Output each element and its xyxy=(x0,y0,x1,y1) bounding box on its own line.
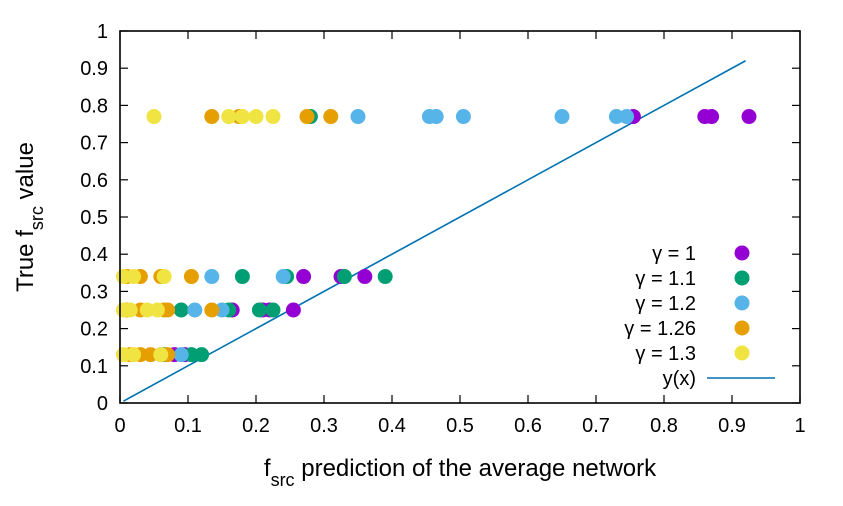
x-tick-label: 0.4 xyxy=(378,415,406,437)
data-point-series-1 xyxy=(336,269,352,285)
data-point-series-2 xyxy=(350,109,366,125)
y-tick-label: 0.3 xyxy=(80,281,108,303)
plot-frame xyxy=(119,30,801,404)
data-point-series-4 xyxy=(146,109,162,125)
y-tick-label: 0.7 xyxy=(80,133,108,155)
x-tick-label: 1 xyxy=(794,415,805,437)
data-point-series-3 xyxy=(183,269,199,285)
data-point-series-4 xyxy=(221,109,237,125)
y-tick-label: 0.4 xyxy=(80,244,108,266)
x-tick-label: 0.8 xyxy=(650,415,678,437)
data-point-series-3 xyxy=(299,109,315,125)
y-tick-label: 0.8 xyxy=(80,95,108,117)
data-point-series-0 xyxy=(296,269,312,285)
y-tick-label: 1 xyxy=(97,21,108,43)
data-point-series-4 xyxy=(153,347,169,363)
data-point-series-0 xyxy=(357,269,373,285)
x-tick-label: 0.7 xyxy=(582,415,610,437)
y-tick-label: 0 xyxy=(97,393,108,415)
legend-marker xyxy=(734,270,750,286)
data-point-series-4 xyxy=(126,347,142,363)
y-axis-title: True fsrc value xyxy=(12,142,47,292)
x-axis-title: fsrc prediction of the average network xyxy=(264,455,657,490)
legend-label: γ = 1.1 xyxy=(635,268,696,290)
legend-label: γ = 1 xyxy=(652,243,696,265)
x-tick-label: 0.3 xyxy=(310,415,338,437)
data-point-series-1 xyxy=(234,269,250,285)
data-point-series-1 xyxy=(173,302,189,318)
data-point-series-0 xyxy=(741,109,757,125)
data-point-series-4 xyxy=(248,109,264,125)
x-tick-label: 0 xyxy=(114,415,125,437)
data-point-series-4 xyxy=(265,109,281,125)
data-point-series-0 xyxy=(285,302,301,318)
line-layer xyxy=(123,60,746,402)
data-point-series-2 xyxy=(173,347,189,363)
data-point-series-3 xyxy=(204,109,220,125)
x-tick-label: 0.6 xyxy=(514,415,542,437)
legend-marker xyxy=(734,345,750,361)
data-point-series-4 xyxy=(234,109,250,125)
data-point-series-2 xyxy=(619,109,635,125)
data-point-series-2 xyxy=(204,269,220,285)
legend-marker xyxy=(734,320,750,336)
points-layer xyxy=(115,109,757,363)
data-point-series-2 xyxy=(428,109,444,125)
data-point-series-4 xyxy=(149,302,165,318)
legend-label: γ = 1.2 xyxy=(635,293,696,315)
legend-label: y(x) xyxy=(663,368,696,390)
data-point-series-2 xyxy=(455,109,471,125)
legend-label: γ = 1.26 xyxy=(624,318,696,340)
legend: γ = 1 γ = 1.1 γ = 1.2 γ = 1.26 γ = 1.3 y(x) xyxy=(624,243,775,390)
y-tick-label: 0.2 xyxy=(80,319,108,341)
x-tick-label: 0.5 xyxy=(446,415,474,437)
data-point-series-4 xyxy=(126,269,142,285)
y-tick-label: 0.5 xyxy=(80,207,108,229)
y-tick-labels: 0 0.1 0.2 0.3 0.4 0.5 0.6 0.7 0.8 0.9 1 xyxy=(80,21,108,415)
legend-marker xyxy=(734,295,750,311)
data-point-series-1 xyxy=(251,302,267,318)
x-tick-label: 0.9 xyxy=(718,415,746,437)
data-point-series-2 xyxy=(554,109,570,125)
legend-label: γ = 1.3 xyxy=(635,343,696,365)
data-point-series-1 xyxy=(265,302,281,318)
yx-line xyxy=(123,60,746,402)
data-point-series-2 xyxy=(187,302,203,318)
data-point-series-2 xyxy=(275,269,291,285)
x-tick-label: 0.2 xyxy=(242,415,270,437)
y-tick-label: 0.1 xyxy=(80,356,108,378)
y-tick-label: 0.6 xyxy=(80,170,108,192)
data-point-series-0 xyxy=(704,109,720,125)
legend-marker xyxy=(734,245,750,261)
data-point-series-1 xyxy=(194,347,210,363)
data-point-series-3 xyxy=(323,109,339,125)
data-point-series-1 xyxy=(377,269,393,285)
y-tick-label: 0.9 xyxy=(80,58,108,80)
x-tick-label: 0.1 xyxy=(174,415,202,437)
data-point-series-4 xyxy=(156,269,172,285)
data-point-series-4 xyxy=(122,302,138,318)
x-tick-labels: 0 0.1 0.2 0.3 0.4 0.5 0.6 0.7 0.8 0.9 1 xyxy=(114,415,805,437)
data-point-series-3 xyxy=(204,302,220,318)
